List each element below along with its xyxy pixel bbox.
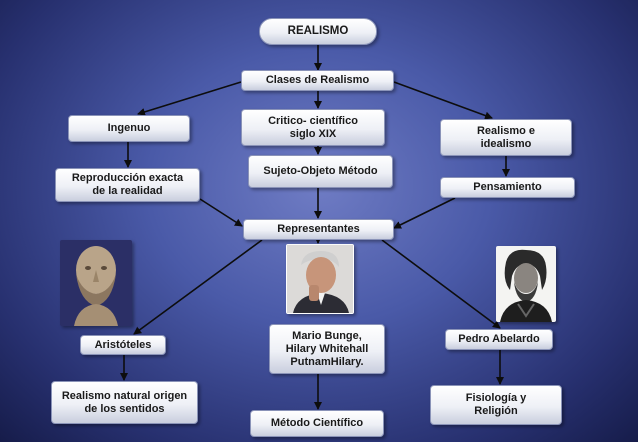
node-realismo-e-idealismo: Realismo e idealismo (440, 119, 572, 156)
arrow-pensamiento-to-representantes (393, 197, 456, 229)
node-reproduccion-exacta: Reproducción exacta de la realidad (55, 168, 200, 202)
arrow-classes-to-ingenuo (137, 81, 242, 116)
node-sujeto-objeto-metodo: Sujeto-Objeto Método (248, 155, 393, 188)
arrow-classes-to-idealismo (393, 81, 493, 120)
arrow-reproduccion-to-representantes (199, 198, 243, 227)
node-representantes-bunge-putnam: Mario Bunge, Hilary Whitehall PutnamHila… (269, 324, 385, 374)
node-ingenuo: Ingenuo (68, 115, 190, 142)
node-clases-de-realismo: Clases de Realismo (241, 70, 394, 91)
pedro-abelardo-sketch (496, 246, 556, 322)
node-fisiologia-y-religion: Fisiología y Religión (430, 385, 562, 425)
node-representantes: Representantes (243, 219, 394, 240)
node-realismo-natural: Realismo natural origen de los sentidos (51, 381, 198, 424)
arrow-representantes-to-abelardo (381, 239, 501, 329)
node-aristoteles: Aristóteles (80, 335, 166, 355)
node-pensamiento: Pensamiento (440, 177, 575, 198)
node-metodo-cientifico: Método Científico (250, 410, 384, 437)
node-realismo: REALISMO (259, 18, 377, 45)
arrow-representantes-to-aristoteles (133, 239, 263, 335)
aristotle-bust-image (60, 240, 132, 326)
node-critico-cientifico: Critico- científico siglo XIX (241, 109, 385, 146)
mario-bunge-photo (286, 244, 354, 314)
node-pedro-abelardo: Pedro Abelardo (445, 329, 553, 350)
